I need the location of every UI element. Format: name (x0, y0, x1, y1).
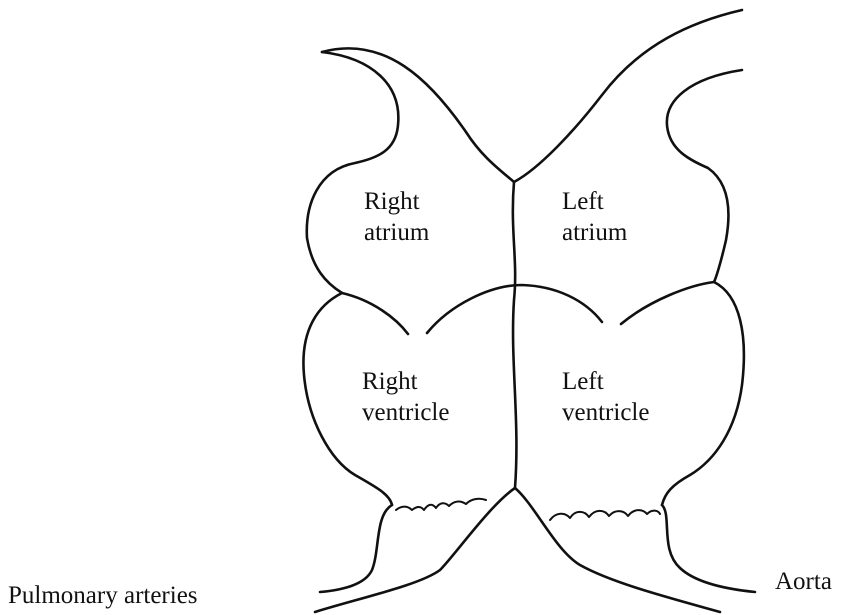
left-ventricle-label-line-1: Left (562, 366, 649, 397)
aortic-valve (550, 510, 660, 520)
right-av-boundary (342, 293, 408, 334)
left-ventricle-outline (662, 282, 744, 505)
right-ventricle-label-line-2: ventricle (362, 397, 449, 428)
pulmonary-valve (396, 499, 486, 510)
left-ventricle-label-line-2: ventricle (562, 397, 649, 428)
left-atrium-outline (667, 70, 742, 282)
left-ventricle-label: Left ventricle (562, 366, 649, 428)
left-upper-vessel-outline (514, 10, 742, 182)
right-upper-vessel-outline (322, 48, 514, 182)
right-ventricle-label: Right ventricle (362, 366, 449, 428)
right-ventricle-label-line-1: Right (362, 366, 449, 397)
right-atrium-label-line-2: atrium (364, 217, 429, 248)
septum-line (513, 182, 517, 488)
aorta-outer-wall (662, 505, 755, 592)
aorta-label: Aorta (775, 566, 832, 597)
aorta-inner-wall (515, 488, 720, 612)
left-atrium-label-line-2: atrium (562, 217, 627, 248)
left-av-leaflet (621, 282, 714, 324)
pulmonary-artery-inner-wall (315, 488, 515, 612)
pulmonary-artery-outer-wall (320, 505, 392, 592)
pulmonary-arteries-label: Pulmonary arteries (8, 580, 198, 611)
right-atrium-label-line-1: Right (364, 186, 429, 217)
left-atrium-label: Left atrium (562, 186, 627, 248)
right-atrium-outline (307, 52, 399, 293)
right-atrium-label: Right atrium (364, 186, 429, 248)
left-atrium-label-line-1: Left (562, 186, 627, 217)
